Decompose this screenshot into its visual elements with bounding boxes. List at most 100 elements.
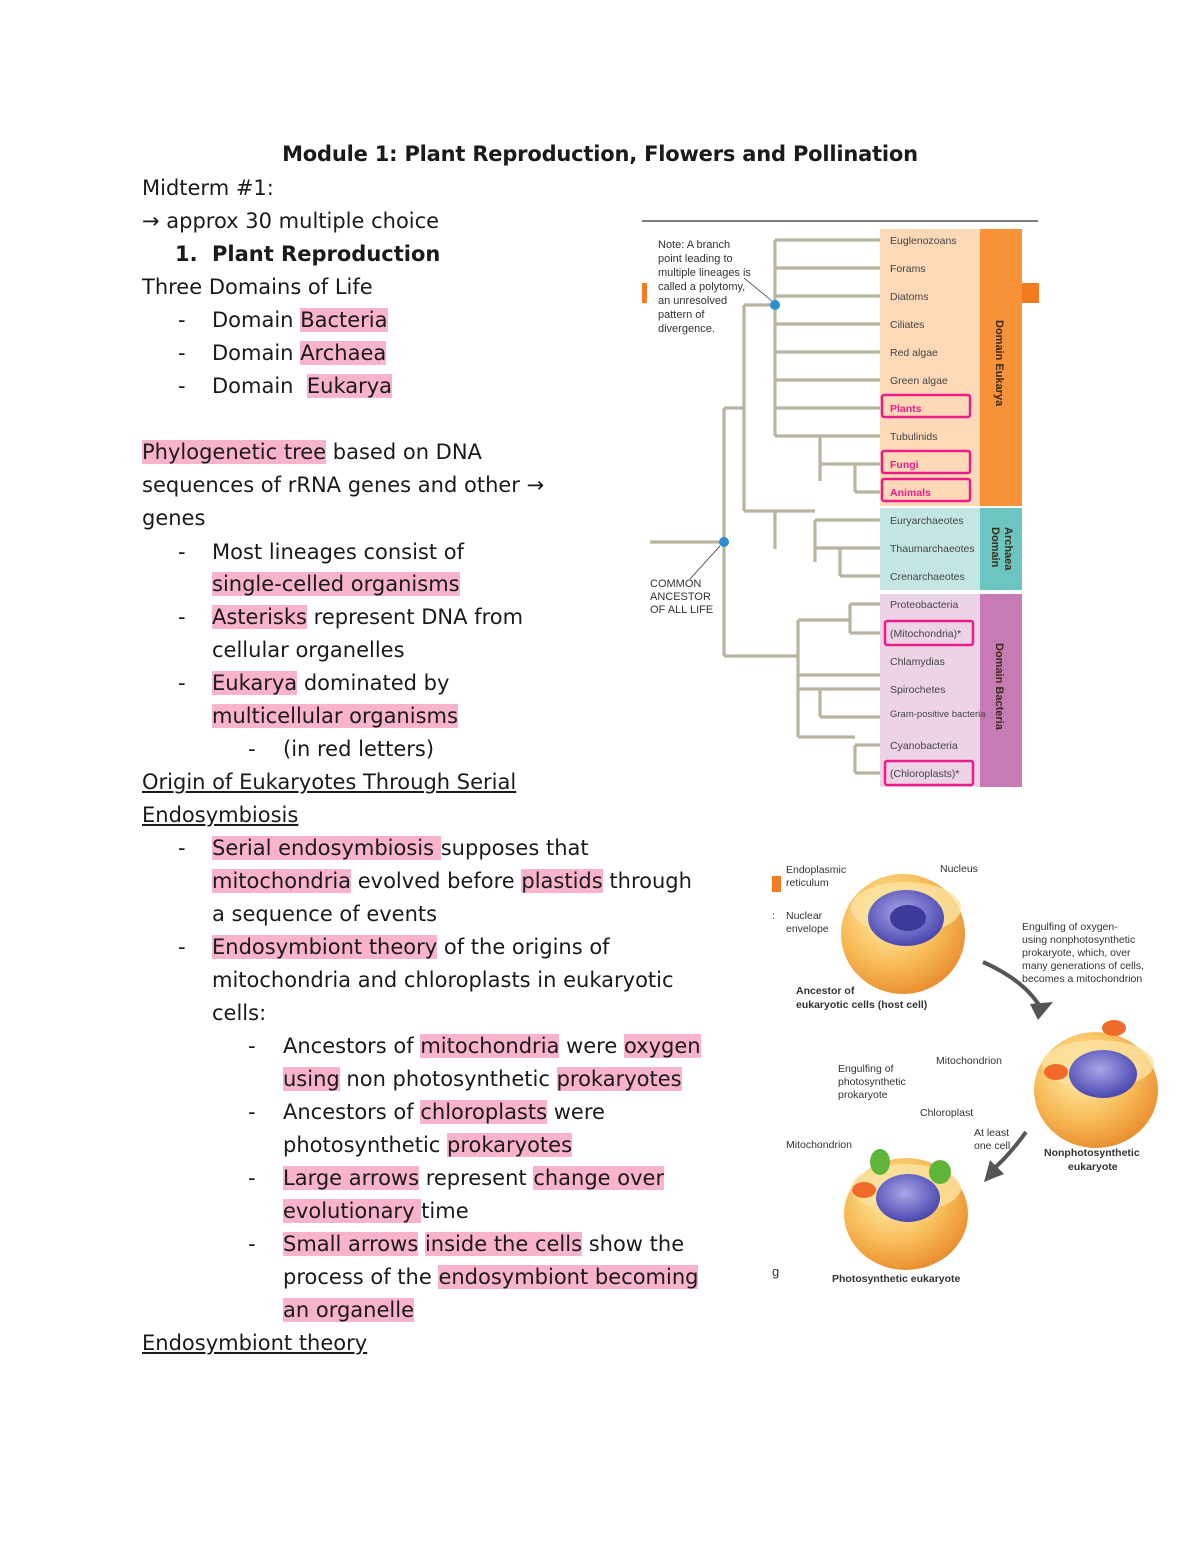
archaea-bg [880, 508, 980, 590]
ancestor-line: ANCESTOR [650, 591, 711, 603]
bullet-dash: - [178, 836, 186, 860]
domain-eukarya-line: Domain Eukarya [212, 374, 393, 398]
cell-label: eukaryote [1068, 1161, 1118, 1173]
using-line: using non photosynthetic prokaryotes [283, 1067, 682, 1091]
taxon-highlights [880, 393, 975, 787]
note-line: point leading to [658, 253, 733, 265]
taxon-label: Proteobacteria [890, 599, 958, 611]
eukarya-dominated-line: Eukarya dominated by [212, 671, 450, 695]
cell-label: Mitochondrion [786, 1139, 852, 1151]
arrowhead [1030, 1002, 1053, 1020]
taxon-label: (Mitochondria)* [890, 628, 961, 640]
phylo-line-3: genes [142, 506, 206, 530]
approx-line: → approx 30 multiple choice [142, 209, 440, 233]
bullet-dash: - [248, 737, 256, 761]
bullet-dash: - [178, 341, 186, 365]
cell-label: Engulfing of [838, 1063, 894, 1075]
lineages-line: Most lineages consist of [212, 540, 465, 564]
endosymbiosis-figure: Endoplasmic reticulum Nucleus : Nuclear … [772, 863, 1158, 1285]
cell-label: prokaryote [838, 1089, 888, 1101]
bullet-dash: - [178, 935, 186, 959]
tree-branches [650, 238, 880, 775]
domain-archaea-line: Domain Archaea [212, 341, 387, 365]
domain-bacteria-label: Domain Bacteria [993, 643, 1005, 731]
bullet-dash: - [178, 671, 186, 695]
cell-label: many generations of cells, [1022, 960, 1144, 972]
bullet-dash: - [178, 540, 186, 564]
taxon-label: Chlamydias [890, 656, 945, 668]
taxon-label: Green algae [890, 375, 948, 387]
cell-labels: Endoplasmic reticulum Nucleus : Nuclear … [772, 863, 1144, 1285]
bullet-dash: - [178, 374, 186, 398]
cell-label: At least [974, 1127, 1009, 1139]
photosynthetic-line: photosynthetic prokaryotes [283, 1133, 573, 1157]
page-title: Module 1: Plant Reproduction, Flowers an… [282, 142, 918, 166]
cell-label: Endoplasmic [786, 864, 846, 876]
taxon-label: Red algae [890, 347, 938, 359]
note-text: Note: A branch point leading to multiple… [658, 239, 751, 335]
cell-label: Nuclear [786, 910, 823, 922]
cell-label: Chloroplast [920, 1107, 973, 1119]
origin-heading-2: Endosymbiosis [142, 803, 299, 827]
cell-label: envelope [786, 923, 829, 935]
note-line: called a polytomy, [658, 281, 745, 293]
three-domains-line: Three Domains of Life [142, 275, 373, 299]
origin-heading-1: Origin of Eukaryotes Through Serial [142, 770, 517, 794]
red-letters-line: (in red letters) [283, 737, 435, 761]
cell-label: Nonphotosynthetic [1044, 1147, 1140, 1159]
taxon-label: Tubulinids [890, 431, 937, 443]
bullet-dash: - [248, 1166, 256, 1190]
note-line: Note: A branch [658, 239, 730, 251]
note-line: pattern of [658, 309, 705, 321]
cell-label: eukaryotic cells (host cell) [796, 999, 927, 1011]
taxon-label: Animals [890, 487, 931, 499]
bacteria-bg [880, 594, 980, 787]
note-line: an unresolved [658, 295, 727, 307]
phylo-line-2: sequences of rRNA genes and other → [142, 473, 545, 497]
serial-line: Serial endosymbiosis supposes that [212, 836, 589, 860]
asterisks-line: Asterisks represent DNA from [212, 605, 524, 629]
taxon-label: Spirochetes [890, 684, 945, 696]
cell-label: g [772, 1264, 779, 1279]
taxon-label: Diatoms [890, 291, 929, 303]
cell-label: : [772, 910, 775, 922]
taxon-label: Plants [890, 403, 922, 415]
note-pointer [743, 277, 773, 302]
domain-archaea-label: Domain [989, 527, 1001, 568]
domain-bacteria-line: Domain Bacteria [212, 308, 388, 332]
bacteria-band [980, 594, 1022, 787]
cell-label: reticulum [786, 877, 829, 889]
bullet-dash: - [248, 1034, 256, 1058]
phylo-line-1: Phylogenetic tree based on DNA [142, 440, 482, 464]
cell-label: photosynthetic [838, 1076, 906, 1088]
ancestors-mito-line: Ancestors of mitochondria were oxygen [283, 1034, 701, 1058]
ancestor-pointer [689, 545, 721, 580]
evolutionary-line: evolutionary time [283, 1199, 469, 1223]
section-heading: Plant Reproduction [212, 242, 441, 266]
orange-marker [1022, 283, 1039, 303]
ancestors-chloro-line: Ancestors of chloroplasts were [283, 1100, 605, 1124]
small-arrows-line: Small arrows inside the cells show the [283, 1232, 685, 1256]
orange-marker [642, 283, 647, 303]
arrowhead [984, 1160, 1004, 1182]
large-arrows-line: Large arrows represent change over [283, 1166, 665, 1190]
cell-label: Nucleus [940, 863, 978, 875]
cell-label: prokaryote, which, over [1022, 947, 1131, 959]
nonphotosynthetic-cell [1034, 1020, 1158, 1148]
eukarya-bg [880, 229, 980, 506]
taxon-label: Gram-positive bacteria [890, 709, 986, 720]
ancestor-line: OF ALL LIFE [650, 604, 713, 616]
cells-line: cells: [212, 1001, 267, 1025]
cell-label: Engulfing of oxygen- [1022, 921, 1118, 933]
bullet-dash: - [178, 605, 186, 629]
midterm-line: Midterm #1: [142, 176, 274, 200]
cell-label: Ancestor of [796, 985, 855, 997]
sequence-line: a sequence of events [212, 902, 438, 926]
mito-plastids-line: mitochondria evolved before plastids thr… [212, 869, 692, 893]
taxon-label: (Chloroplasts)* [890, 768, 959, 780]
endo-theory-line: Endosymbiont theory of the origins of [212, 935, 610, 959]
bullet-dash: - [178, 308, 186, 332]
note-line: multiple lineages is [658, 267, 751, 279]
archaea-band [980, 508, 1022, 590]
